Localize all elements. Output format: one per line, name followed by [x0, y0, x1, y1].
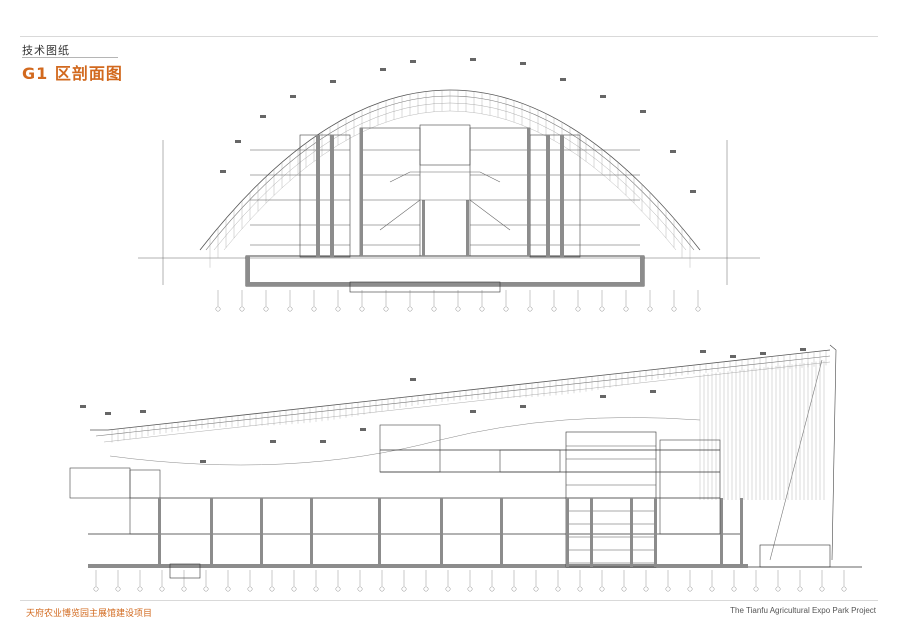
- category-label: 技术图纸: [22, 44, 70, 57]
- project-name-cn: 天府农业博览园主展馆建设项目: [26, 609, 153, 619]
- bottom-divider: [20, 600, 878, 601]
- top-divider: [20, 36, 878, 37]
- long-section: [69, 344, 862, 592]
- category-underline: [22, 57, 118, 58]
- project-name-en: The Tianfu Agricultural Expo Park Projec…: [730, 606, 876, 615]
- page-title: G1 区剖面图: [22, 64, 123, 83]
- dome-section: [138, 58, 760, 312]
